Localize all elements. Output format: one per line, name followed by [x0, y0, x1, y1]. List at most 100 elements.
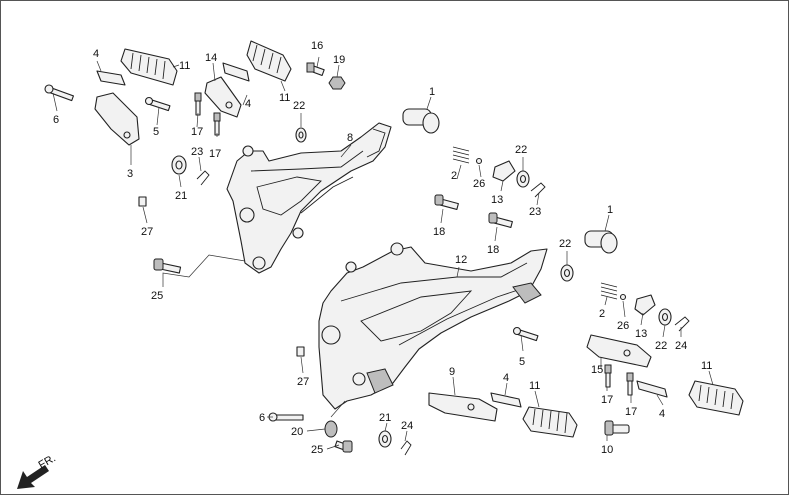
footpeg-rubber-lower-left [522, 406, 578, 438]
callout-11: 11 [279, 92, 290, 104]
callout-27: 27 [297, 376, 309, 388]
spring-2a [452, 146, 470, 164]
callout-16: 16 [311, 40, 323, 52]
callout-17: 17 [601, 394, 613, 406]
callout-3: 3 [127, 168, 133, 180]
leader-lines [52, 56, 714, 450]
plate-13b [634, 294, 656, 316]
plate-13a [492, 160, 516, 182]
washer-20 [324, 420, 338, 438]
callout-18: 18 [487, 244, 499, 256]
callout-19: 19 [333, 54, 345, 66]
callout-24: 24 [401, 420, 413, 432]
callout-14: 14 [205, 52, 217, 64]
cotter-23a [196, 170, 210, 186]
callout-23: 23 [191, 146, 203, 158]
callout-13: 13 [491, 194, 503, 206]
ball-26a [475, 157, 483, 165]
callout-17: 17 [209, 148, 221, 160]
footpeg-rubber-upper-left [120, 48, 178, 86]
callout-17: 17 [625, 406, 637, 418]
callout-26: 26 [617, 320, 629, 332]
callout-15: 15 [591, 364, 603, 376]
callout-21: 21 [379, 412, 391, 424]
bolt-25a [153, 258, 182, 274]
washer-22b [516, 170, 530, 188]
callout-25: 25 [311, 444, 323, 456]
bolt-18a [434, 194, 459, 211]
callout-22: 22 [293, 100, 305, 112]
callout-4: 4 [659, 408, 665, 420]
callout-20: 20 [291, 426, 303, 438]
ball-26b [619, 293, 627, 301]
callout-22: 22 [515, 144, 527, 156]
pin-6b [268, 412, 304, 422]
nut-19 [328, 76, 346, 90]
callout-18: 18 [433, 226, 445, 238]
callout-6: 6 [259, 412, 265, 424]
pin-6a [44, 84, 74, 102]
plate-4b [222, 62, 250, 82]
callout-numbers: 1 2 3 4 4 4 4 5 5 6 6 8 9 10 11 11 11 11… [53, 40, 712, 456]
callout-22: 22 [655, 340, 667, 352]
washer-21a [171, 155, 187, 175]
callout-13: 13 [635, 328, 647, 340]
cotter-23b [530, 182, 546, 198]
peg-holder-9 [428, 392, 498, 422]
callout-11: 11 [529, 380, 540, 392]
callout-10: 10 [601, 444, 613, 456]
front-direction-arrow-icon [17, 465, 49, 489]
pin-5a [144, 96, 171, 112]
callout-11: 11 [179, 60, 190, 72]
cotter-24a [674, 316, 690, 332]
bolt-25b [334, 440, 353, 453]
label-27a [138, 196, 147, 207]
callout-24: 24 [675, 340, 687, 352]
callout-12: 12 [455, 254, 467, 266]
bolt-17d [626, 372, 634, 396]
callout-21: 21 [175, 190, 187, 202]
cotter-24b [400, 440, 412, 456]
callout-2: 2 [599, 308, 605, 320]
bolt-10 [604, 420, 630, 436]
plate-4c [490, 392, 522, 408]
bolt-17a [194, 92, 202, 116]
step-bracket-upper [226, 122, 392, 274]
peg-holder-14 [204, 76, 242, 118]
callout-4: 4 [245, 98, 251, 110]
callout-5: 5 [153, 126, 159, 138]
callout-9: 9 [449, 366, 455, 378]
bolt-17b [213, 112, 221, 136]
peg-holder-15 [586, 334, 652, 368]
callout-1: 1 [607, 204, 613, 216]
callout-11: 11 [701, 360, 712, 372]
washer-22a [295, 127, 307, 143]
callout-4: 4 [93, 48, 99, 60]
washer-21b [378, 430, 392, 448]
callout-26: 26 [473, 178, 485, 190]
footpeg-rubber-upper-right [246, 40, 292, 82]
front-direction-label: FR. [37, 452, 58, 471]
callout-5: 5 [519, 356, 525, 368]
callout-23: 23 [529, 206, 541, 218]
callout-27: 27 [141, 226, 153, 238]
bolt-18b [488, 212, 513, 229]
callout-1: 1 [429, 86, 435, 98]
collar-1b [584, 230, 618, 254]
callout-8: 8 [347, 132, 353, 144]
washer-22d [658, 308, 672, 326]
step-bracket-lower [318, 242, 548, 410]
washer-22c [560, 264, 574, 282]
callout-4: 4 [503, 372, 509, 384]
pin-5b [512, 326, 539, 342]
callout-22: 22 [559, 238, 571, 250]
plate-4a [96, 70, 126, 86]
label-27b [296, 346, 305, 357]
peg-holder-3 [94, 92, 140, 146]
callout-25: 25 [151, 290, 163, 302]
callout-2: 2 [451, 170, 457, 182]
bolt-17c [604, 364, 612, 388]
callout-6: 6 [53, 114, 59, 126]
